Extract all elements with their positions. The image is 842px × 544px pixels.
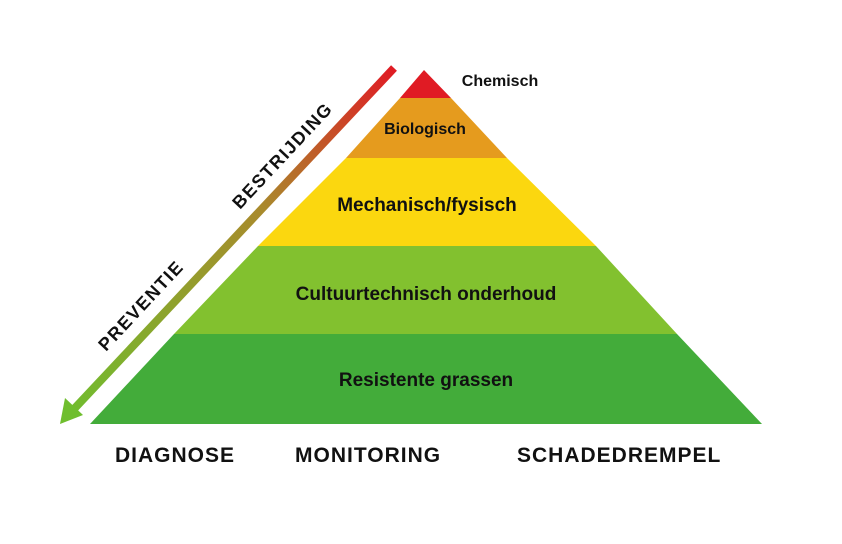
pyramid-layer-cultuurtechnisch — [174, 246, 677, 334]
layer-label-resistente-grassen: Resistente grassen — [339, 370, 513, 391]
layer-label-mechanisch: Mechanisch/fysisch — [337, 195, 517, 216]
label-schadedrempel: SCHADEDREMPEL — [517, 444, 722, 467]
pyramid-layer-chemisch — [400, 70, 451, 98]
label-monitoring: MONITORING — [295, 444, 442, 467]
layer-label-cultuurtechnisch: Cultuurtechnisch onderhoud — [296, 284, 557, 305]
layer-label-biologisch: Biologisch — [384, 121, 466, 138]
pyramid-layer-biologisch — [346, 98, 507, 158]
label-diagnose: DIAGNOSE — [115, 444, 236, 467]
pyramid-layer-mechanisch — [258, 158, 596, 246]
arrow-head-icon — [60, 398, 83, 424]
layer-label-chemisch: Chemisch — [462, 73, 538, 90]
pyramid-layer-resistente-grassen — [90, 334, 762, 424]
preventie-bestrijding-arrow — [60, 65, 397, 424]
